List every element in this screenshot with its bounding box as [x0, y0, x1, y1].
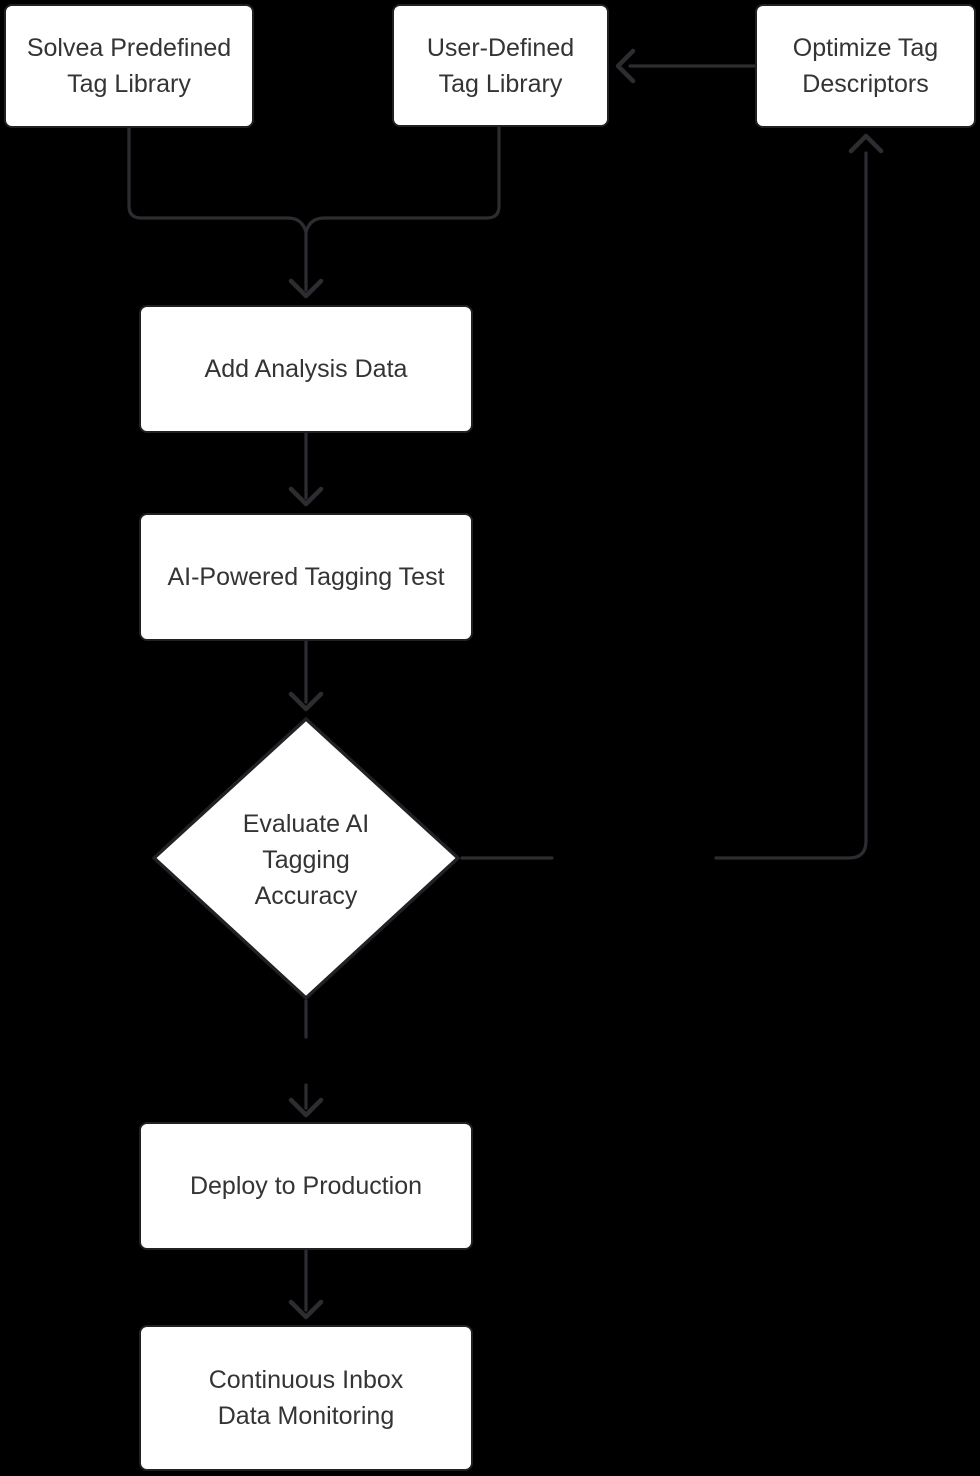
- node-continuous-inbox-data-monitoring: Continuous Inbox Data Monitoring: [139, 1325, 473, 1471]
- node-evaluate-shape: [152, 717, 460, 1000]
- node-deploy-label: Deploy to Production: [189, 1172, 423, 1200]
- edge-merge-stem-arrow: [288, 230, 324, 299]
- edge-add-data-to-tagging-test: [288, 431, 324, 507]
- node-optimize-label: Optimize Tag Descriptors: [792, 34, 939, 98]
- node-add-analysis-data: Add Analysis Data: [139, 305, 473, 433]
- edge-evaluate-to-deploy: [288, 999, 324, 1118]
- edge-user-defined-to-add-data: [304, 125, 501, 234]
- edge-solvea-to-add-data: [127, 126, 308, 234]
- node-user-defined-label: User-Defined Tag Library: [426, 33, 575, 98]
- edge-optimize-to-user-defined: [615, 48, 757, 84]
- edge-evaluate-to-optimize: [460, 133, 884, 860]
- node-tagging-test-label: AI-Powered Tagging Test: [167, 563, 445, 591]
- node-user-defined-tag-library: User-Defined Tag Library: [392, 4, 609, 127]
- node-monitoring-label: Continuous Inbox Data Monitoring: [208, 1366, 404, 1430]
- node-solvea-label: Solvea Predefined Tag Library: [26, 34, 232, 98]
- node-solvea-predefined-tag-library: Solvea Predefined Tag Library: [4, 4, 254, 128]
- node-evaluate-ai-tagging-accuracy: Evaluate AI Tagging Accuracy: [196, 788, 416, 932]
- edge-deploy-to-monitoring: [288, 1248, 324, 1320]
- node-optimize-tag-descriptors: Optimize Tag Descriptors: [755, 4, 976, 128]
- node-evaluate-label: Evaluate AI Tagging Accuracy: [242, 810, 370, 910]
- node-ai-powered-tagging-test: AI-Powered Tagging Test: [139, 513, 473, 641]
- node-add-data-label: Add Analysis Data: [204, 355, 408, 383]
- node-deploy-to-production: Deploy to Production: [139, 1122, 473, 1250]
- edge-tagging-test-to-evaluate: [288, 639, 324, 712]
